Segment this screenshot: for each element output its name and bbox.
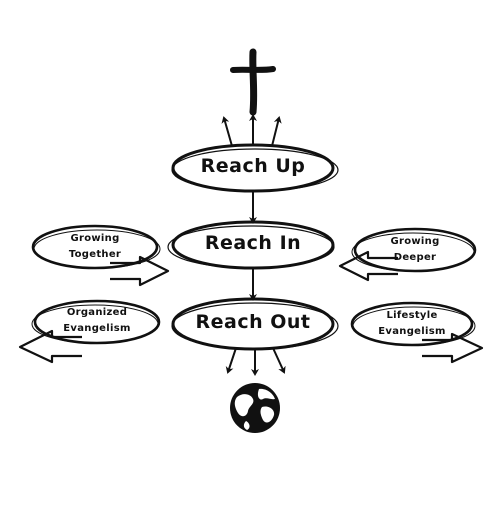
growing-deeper-node [351,227,477,273]
organized-evangelism-node [31,299,161,345]
arrows-down [225,347,286,376]
growing-together-node [31,224,161,270]
lifestyle-evangelism-node [350,301,476,347]
arrows-up [221,114,282,147]
arrow-right-icon [422,332,484,364]
cross-icon [230,48,276,116]
arrow-right-icon [110,255,170,287]
arrow-left-icon [338,250,398,282]
reach-in-node [167,220,335,270]
reach-up-node [171,143,339,193]
arrow-left-icon [18,329,82,364]
reach-out-node [171,297,339,351]
globe-icon [230,383,280,433]
